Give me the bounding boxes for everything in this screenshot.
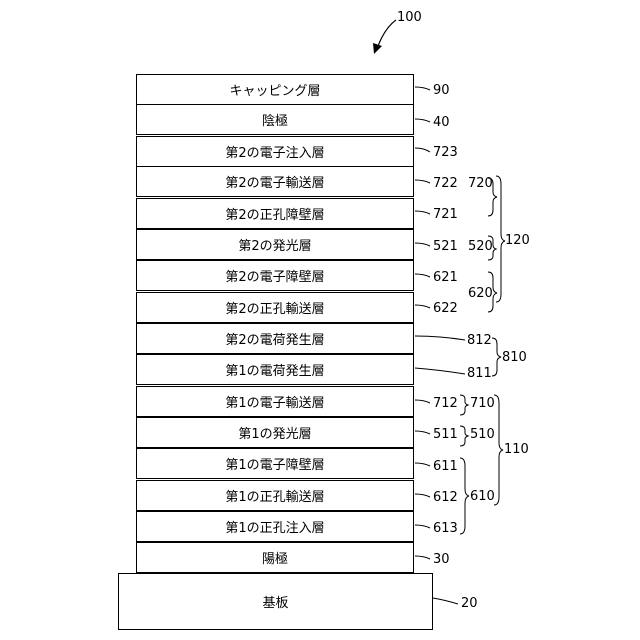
- leader-20: [433, 598, 458, 604]
- layer-2nd-emission: 第2の発光層: [136, 229, 414, 260]
- figure-arrow-head: [373, 43, 382, 54]
- layer-2nd-electron-blocking: 第2の電子障壁層: [136, 260, 414, 291]
- brace-510: [460, 426, 468, 446]
- brace-710: [460, 395, 468, 415]
- leader-613: [415, 525, 430, 528]
- layer-2nd-hole-transport: 第2の正孔輸送層: [136, 292, 414, 323]
- group-ref-620: 620: [468, 287, 493, 301]
- ref-521: 521: [433, 240, 458, 254]
- ref-622: 622: [433, 302, 458, 316]
- leader-511: [415, 431, 430, 434]
- ref-613: 613: [433, 522, 458, 536]
- brace-610: [460, 458, 469, 534]
- leader-30: [415, 556, 430, 559]
- ref-40: 40: [433, 116, 450, 130]
- layer-2nd-hole-blocking: 第2の正孔障壁層: [136, 198, 414, 229]
- brace-810: [492, 338, 501, 376]
- brace-110: [494, 395, 503, 505]
- layer-1st-charge-generation: 第1の電荷発生層: [136, 354, 414, 385]
- brace-120: [496, 176, 505, 302]
- ref-812: 812: [467, 334, 492, 348]
- layer-2nd-electron-injection: 第2の電子注入層: [136, 136, 414, 167]
- layer-2nd-electron-transport: 第2の電子輸送層: [136, 166, 414, 197]
- ref-722: 722: [433, 177, 458, 191]
- ref-621: 621: [433, 271, 458, 285]
- ref-90: 90: [433, 84, 450, 98]
- leader-712: [415, 400, 430, 403]
- layer-2nd-charge-generation: 第2の電荷発生層: [136, 323, 414, 354]
- leader-621: [415, 274, 430, 277]
- leader-521: [415, 243, 430, 246]
- ref-721: 721: [433, 208, 458, 222]
- figure-reference: 100: [397, 11, 422, 25]
- ref-811: 811: [467, 367, 492, 381]
- figure-arrow-line: [378, 20, 396, 46]
- layer-capping: キャッピング層: [136, 74, 414, 105]
- leader-723: [415, 148, 430, 152]
- leader-812: [415, 336, 465, 340]
- group-ref-120: 120: [505, 234, 530, 248]
- leader-612: [415, 494, 430, 497]
- group-ref-520: 520: [468, 240, 493, 254]
- layer-1st-hole-injection: 第1の正孔注入層: [136, 511, 414, 542]
- ref-723: 723: [433, 146, 458, 160]
- layer-1st-hole-transport: 第1の正孔輸送層: [136, 480, 414, 511]
- group-ref-110: 110: [504, 443, 529, 457]
- layer-1st-electron-transport: 第1の電子輸送層: [136, 386, 414, 417]
- group-ref-510: 510: [470, 428, 495, 442]
- leader-622: [415, 305, 430, 308]
- layer-cathode: 陰極: [136, 104, 414, 135]
- group-ref-610: 610: [470, 490, 495, 504]
- leader-721: [415, 211, 430, 214]
- leader-40: [415, 119, 430, 122]
- leader-611: [415, 463, 430, 466]
- group-ref-710: 710: [470, 397, 495, 411]
- group-ref-810: 810: [502, 351, 527, 365]
- leader-722: [415, 180, 430, 183]
- leader-90: [415, 87, 430, 90]
- leader-811: [415, 368, 465, 374]
- layer-1st-electron-blocking: 第1の電子障壁層: [136, 448, 414, 479]
- ref-20: 20: [461, 597, 478, 611]
- layer-substrate: 基板: [118, 573, 433, 630]
- ref-712: 712: [433, 397, 458, 411]
- ref-511: 511: [433, 428, 458, 442]
- layer-anode: 陽極: [136, 542, 414, 573]
- ref-612: 612: [433, 491, 458, 505]
- ref-30: 30: [433, 553, 450, 567]
- group-ref-720: 720: [468, 177, 493, 191]
- layer-1st-emission: 第1の発光層: [136, 417, 414, 448]
- group-braces: [460, 176, 505, 534]
- ref-611: 611: [433, 460, 458, 474]
